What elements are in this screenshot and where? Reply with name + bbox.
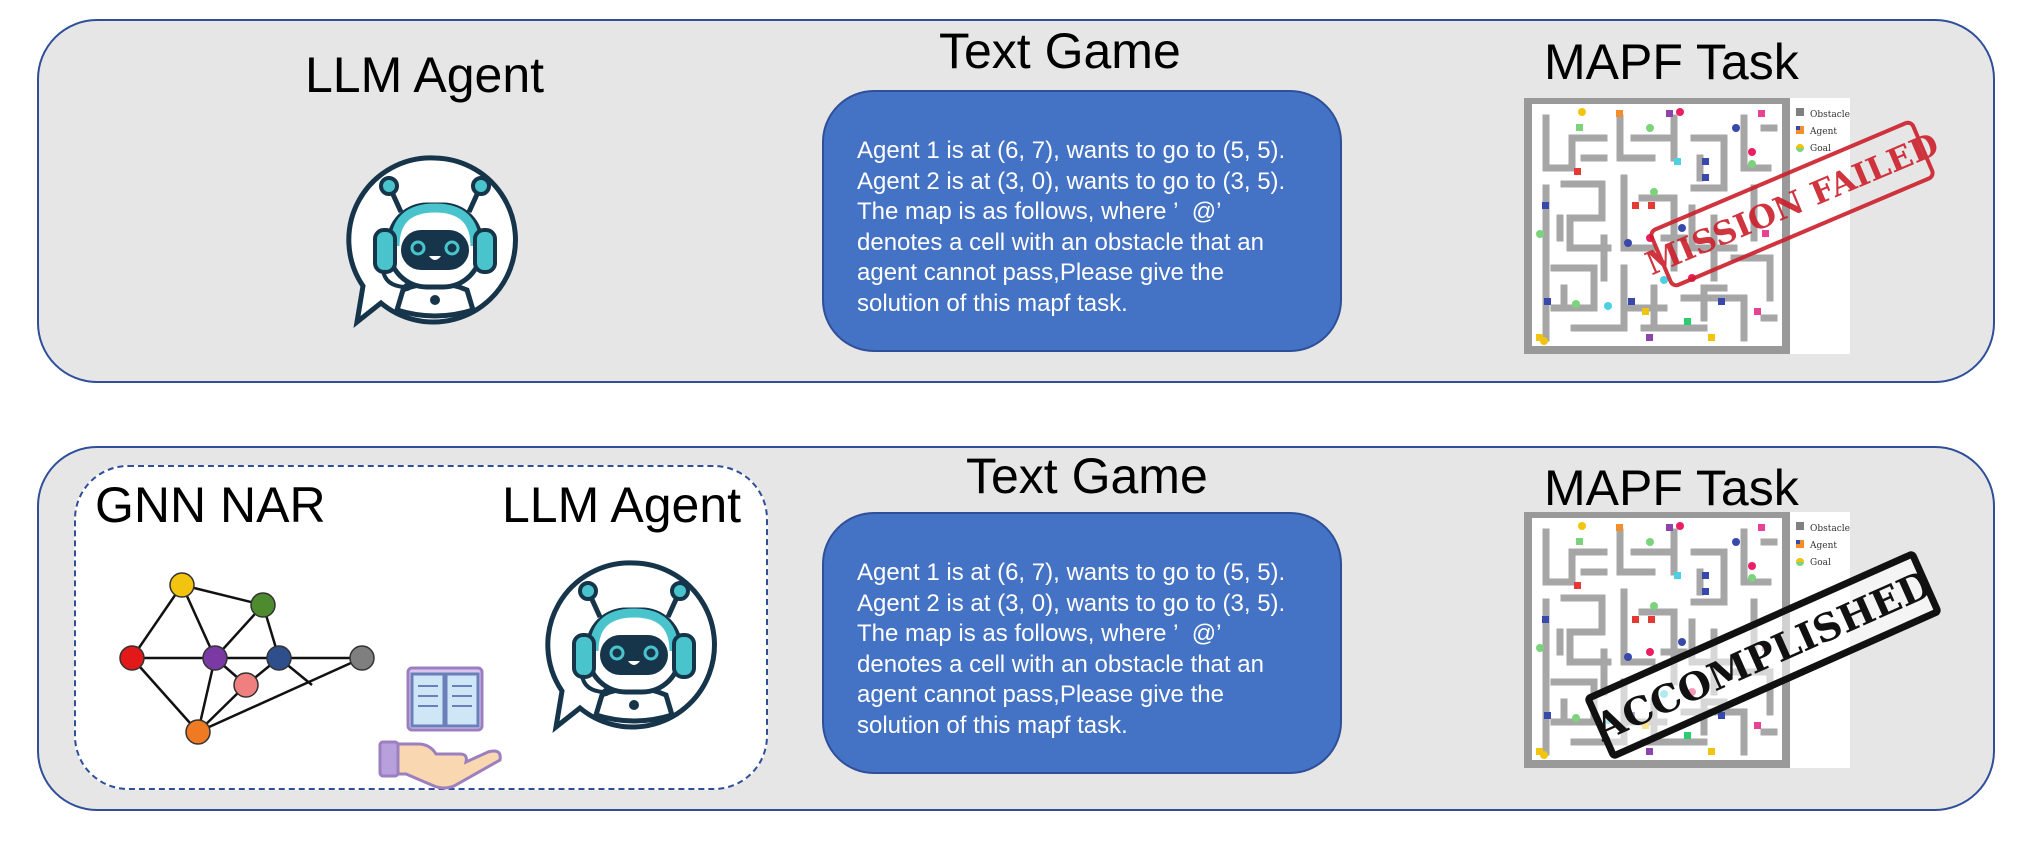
text-game-title-bottom: Text Game bbox=[966, 448, 1208, 504]
legend-goal: Goal bbox=[1810, 144, 1831, 154]
llm-agent-title-bottom: LLM Agent bbox=[502, 477, 742, 533]
prompt-line: agent cannot pass,Please give the bbox=[857, 259, 1224, 286]
robot-icon-bottom bbox=[544, 555, 724, 735]
prompt-line: Agent 1 is at (6, 7), wants to go to (5,… bbox=[857, 559, 1286, 586]
text-game-title: Text Game bbox=[939, 23, 1181, 79]
prompt-line: The map is as follows, where ’ @’ bbox=[857, 198, 1222, 225]
legend-agent: Agent bbox=[1810, 127, 1837, 137]
mapf-task-title: MAPF Task bbox=[1544, 34, 1799, 90]
prompt-line: denotes a cell with an obstacle that an bbox=[857, 650, 1264, 678]
legend-agent: Agent bbox=[1810, 541, 1837, 551]
mapf-task-title-bottom: MAPF Task bbox=[1544, 460, 1799, 516]
gnn-nar-title: GNN NAR bbox=[95, 477, 326, 533]
prompt-line: Agent 2 is at (3, 0), wants to go to (3,… bbox=[857, 589, 1286, 617]
prompt-line: solution of this mapf task. bbox=[857, 711, 1128, 739]
legend-obstacle: Obstacle bbox=[1810, 110, 1850, 120]
text-game-prompt: Agent 1 is at (6, 7), wants to go to (5,… bbox=[822, 90, 1342, 352]
map-legend: Obstacle Agent Goal bbox=[1810, 521, 1850, 572]
robot-icon bbox=[345, 150, 525, 330]
map-legend: Obstacle Agent Goal bbox=[1810, 107, 1850, 158]
graph-network-icon bbox=[119, 572, 375, 745]
mapf-map-failed: Obstacle Agent Goal MISSION FAILED bbox=[1524, 98, 1944, 354]
prompt-line: The map is as follows, where ’ @’ bbox=[857, 620, 1222, 647]
knowledge-book-hand-icon bbox=[378, 666, 502, 790]
prompt-line: Agent 1 is at (6, 7), wants to go to (5,… bbox=[857, 137, 1286, 164]
prompt-line: agent cannot pass,Please give the bbox=[857, 681, 1224, 708]
legend-goal: Goal bbox=[1810, 558, 1831, 568]
legend-obstacle: Obstacle bbox=[1810, 524, 1850, 534]
mapf-map-accomplished: Obstacle Agent Goal ACCOMPLISHED bbox=[1524, 512, 1943, 768]
prompt-line: solution of this mapf task. bbox=[857, 289, 1128, 317]
text-game-prompt-bottom: Agent 1 is at (6, 7), wants to go to (5,… bbox=[822, 512, 1342, 774]
llm-agent-title: LLM Agent bbox=[305, 47, 545, 103]
prompt-line: denotes a cell with an obstacle that an bbox=[857, 228, 1264, 256]
prompt-line: Agent 2 is at (3, 0), wants to go to (3,… bbox=[857, 167, 1286, 195]
